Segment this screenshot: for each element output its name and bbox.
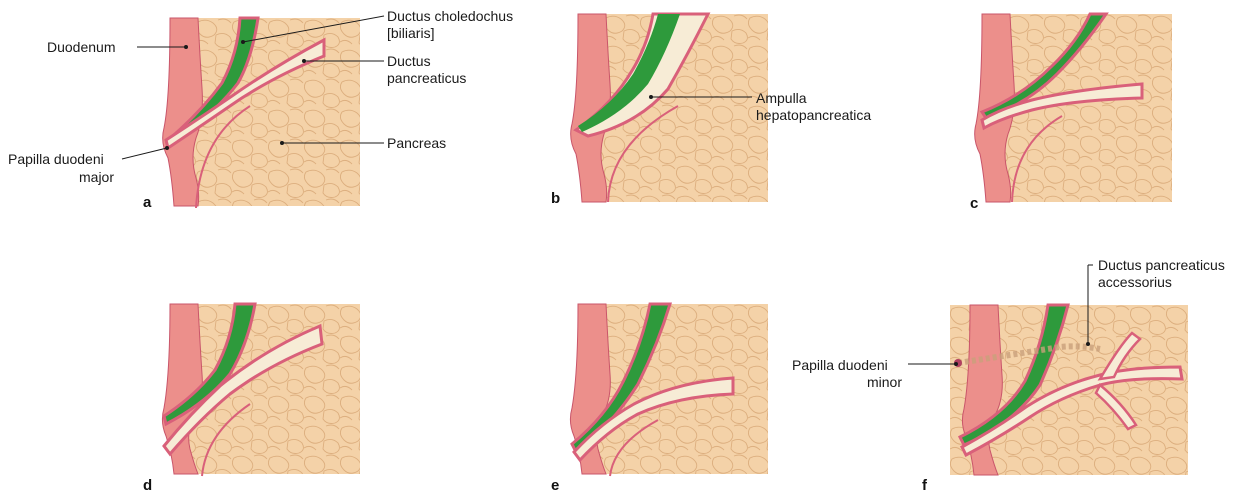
label-duodenum: Duodenum xyxy=(47,39,116,55)
panel-letter-d: d xyxy=(143,477,152,494)
panel-letter-f: f xyxy=(922,477,928,494)
label-papilla-minor-2: minor xyxy=(867,374,902,390)
label-ampulla-2: hepatopancreatica xyxy=(756,107,871,123)
panel-letter-a: a xyxy=(143,194,152,211)
label-ductus-choledochus-1: Ductus choledochus xyxy=(387,8,513,24)
label-pancreas: Pancreas xyxy=(387,135,446,151)
panel-e xyxy=(570,304,768,476)
panel-a xyxy=(163,18,360,208)
panel-d xyxy=(162,304,360,476)
panel-letter-b: b xyxy=(551,190,560,207)
panel-b xyxy=(571,14,768,202)
panel-f xyxy=(950,305,1188,475)
panel-letter-c: c xyxy=(970,195,978,212)
label-ductus-choledochus-2: [biliaris] xyxy=(387,25,434,41)
label-ductus-pancreaticus-2: pancreaticus xyxy=(387,70,466,86)
label-papilla-major-1: Papilla duodeni xyxy=(8,151,104,167)
label-papilla-major-2: major xyxy=(79,169,114,185)
panel-c xyxy=(975,14,1172,202)
panel-letter-e: e xyxy=(551,477,559,494)
label-ampulla-1: Ampulla xyxy=(756,90,807,106)
label-accessorius-1: Ductus pancreaticus xyxy=(1098,257,1225,273)
label-papilla-minor-1: Papilla duodeni xyxy=(792,357,888,373)
label-ductus-pancreaticus-1: Ductus xyxy=(387,53,431,69)
label-accessorius-2: accessorius xyxy=(1098,274,1172,290)
